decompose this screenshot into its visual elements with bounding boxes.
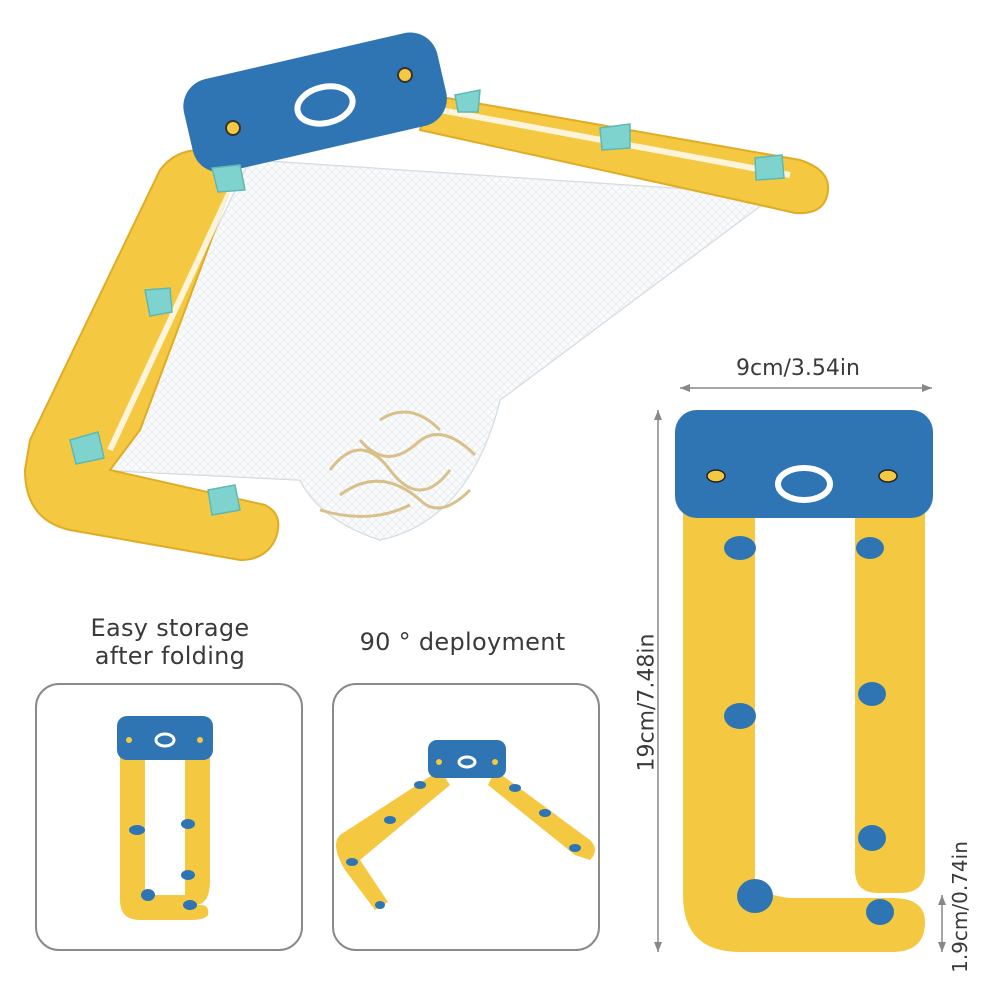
height-label: 19cm/7.48in: [634, 633, 660, 772]
folding-caption: Easy storage after folding: [60, 614, 280, 670]
diagram-yellow-body: [683, 470, 925, 952]
folding-caption-line2: after folding: [94, 642, 246, 670]
diagram-spots: [724, 536, 894, 925]
noodles: [319, 410, 477, 518]
blue-head: [183, 32, 447, 173]
deployment-caption: 90 ° deployment: [359, 628, 566, 656]
thickness-label: 1.9cm/0.74in: [948, 841, 972, 973]
folding-caption-line1: Easy storage: [90, 614, 250, 642]
diagram-blue-head: [675, 410, 933, 518]
width-label: 9cm/3.54in: [736, 356, 860, 381]
teal-clips: [69, 89, 785, 516]
head-ring: [294, 83, 356, 127]
